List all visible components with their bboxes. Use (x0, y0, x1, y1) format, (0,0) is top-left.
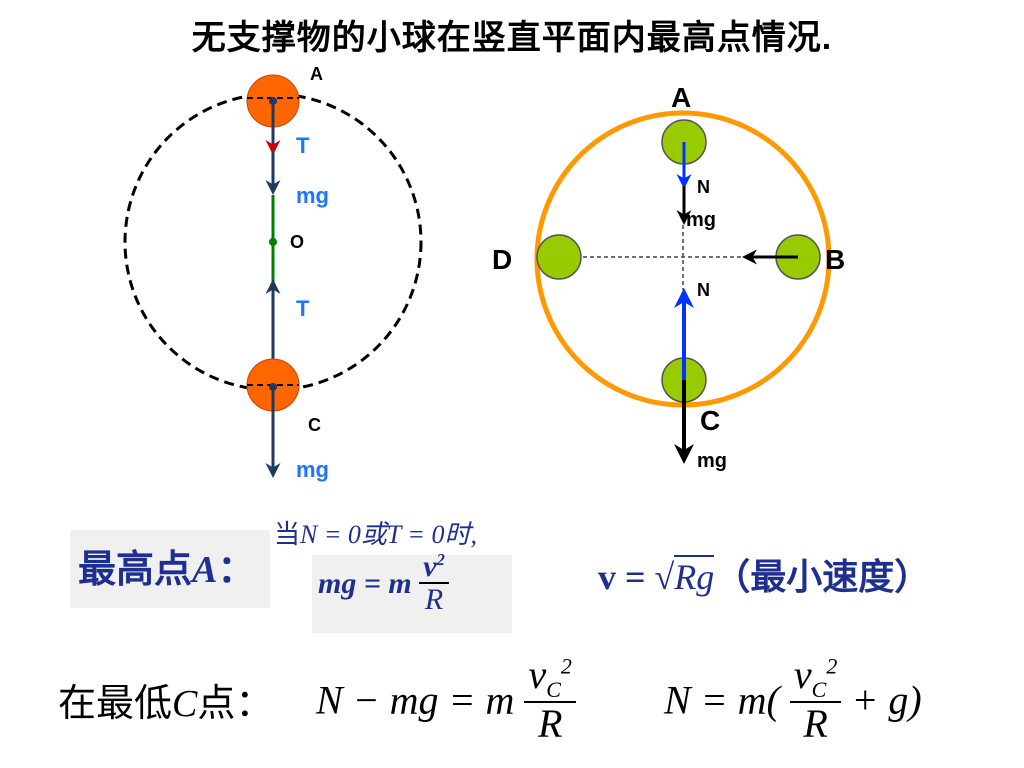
label-o: O (290, 232, 304, 252)
bottom-equation-2-fraction: vC2 R (789, 655, 842, 745)
label-mg-top: mg (296, 183, 329, 208)
label-t-bottom: T (296, 296, 310, 321)
top-equation-box (312, 555, 512, 633)
label-a-right: A (671, 82, 691, 113)
bottom-equation-1-fraction: vC2 R (524, 655, 576, 745)
page-title: 无支撑物的小球在竖直平面内最高点情况. (191, 19, 833, 57)
label-d: D (492, 244, 512, 275)
bottom-equation-1: N − mg = m vC2 R (316, 655, 576, 745)
label-c-right: C (700, 405, 720, 436)
ball-d (536, 234, 582, 280)
label-mg-bottom: mg (296, 457, 329, 482)
label-mg-c: mg (697, 450, 727, 472)
top-equation: mg = m v2 R (318, 551, 449, 616)
track-diagram: A B C D N mg N mg (492, 82, 845, 472)
label-mg-a: mg (686, 209, 716, 231)
center-dot (269, 238, 277, 246)
label-t-top: T (296, 133, 310, 158)
condition-text: 当N = 0或T = 0时, (274, 520, 477, 549)
label-a-left: A (310, 64, 323, 84)
rope-diagram: A T mg O T C mg (123, 64, 423, 482)
label-b: B (825, 244, 845, 275)
bottom-equation-2: N = m( vC2 R + g) (664, 652, 922, 746)
bottom-ball-center (269, 383, 277, 391)
top-equation-fraction: v2 R (419, 551, 449, 616)
top-point-label: 最高点A： (78, 549, 256, 591)
min-speed-formula: v = √Rg（最小速度） (598, 555, 931, 597)
top-point-label-box (70, 530, 270, 608)
label-n-bottom: N (697, 280, 710, 300)
label-n-top: N (697, 177, 710, 197)
label-c-left: C (308, 415, 321, 435)
bottom-point-label: 在最低C点： (58, 683, 274, 725)
